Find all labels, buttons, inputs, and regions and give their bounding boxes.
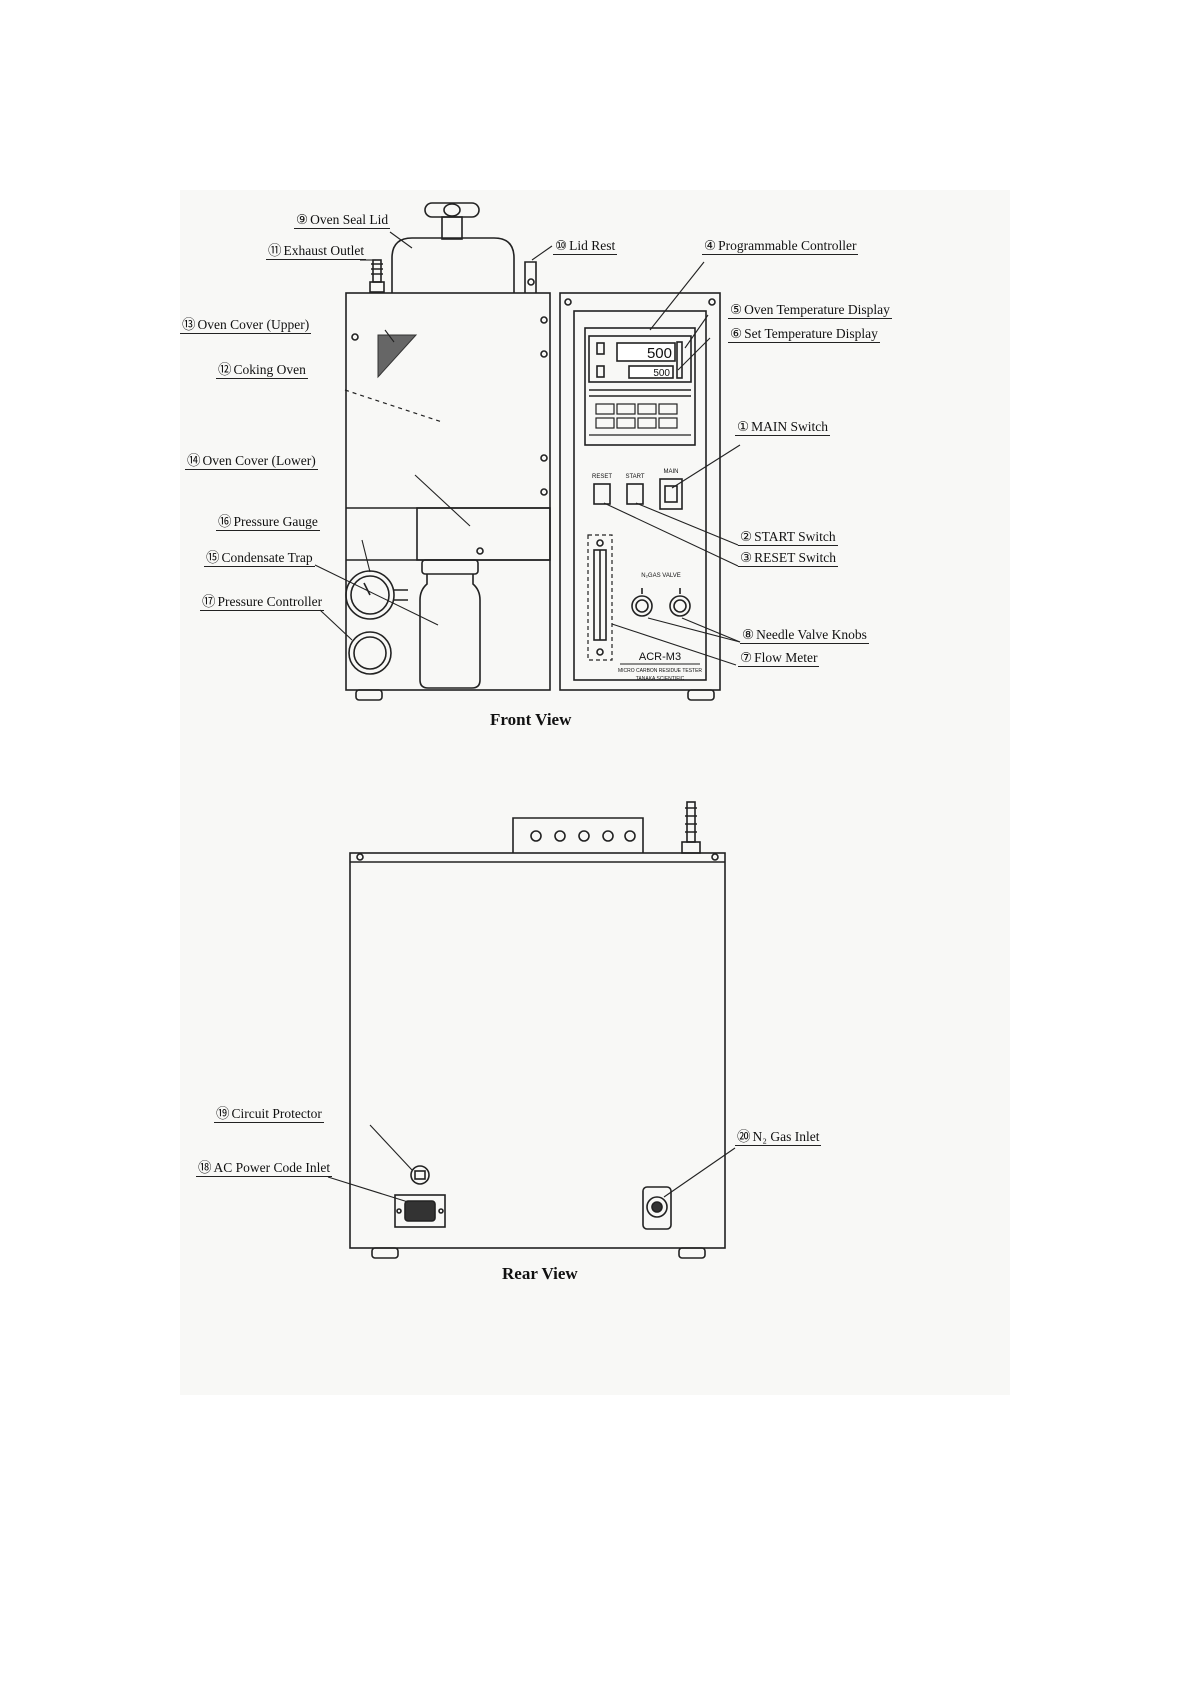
main-switch-label: MAIN (664, 469, 679, 475)
main-switch (659, 478, 683, 510)
lid-rest (524, 261, 537, 293)
set-temp-value: 500 (653, 368, 670, 379)
gas-valve-label: N₂GAS VALVE (641, 573, 680, 579)
reset-switch-label: RESET (592, 474, 612, 480)
rear-lid-rest-bracket (512, 817, 644, 853)
rear-panel (349, 852, 726, 1249)
n2-gas-inlet (642, 1186, 672, 1230)
oven-body (345, 292, 551, 691)
equipment-drawing: 500 500 RESET START MAIN N₂GAS VALVE ACR… (314, 202, 741, 1259)
start-switch-label: START (625, 474, 644, 480)
pressure-controller (348, 631, 392, 675)
reset-switch (593, 483, 611, 505)
scanned-page: 500 500 RESET START MAIN N₂GAS VALVE ACR… (180, 190, 1010, 1395)
control-cabinet (559, 292, 721, 691)
needle-valve-knobs (631, 588, 691, 617)
exhaust-outlet (369, 259, 385, 293)
oven-vent (377, 334, 418, 379)
programmable-controller (584, 327, 696, 446)
rear-view-title: Rear View (502, 1264, 578, 1283)
circuit-protector (410, 1165, 430, 1185)
oven-seal-lid-handle (424, 202, 480, 240)
ac-power-inlet (394, 1194, 446, 1228)
front-view-title: Front View (490, 710, 572, 729)
oven-temp-value: 500 (647, 345, 672, 362)
oven-cover-lower (416, 507, 551, 561)
oven-seal-lid (391, 237, 515, 293)
start-switch (626, 483, 644, 505)
rear-exhaust-fitting (681, 801, 701, 854)
product-name: MICRO CARBON RESIDUE TESTER (618, 668, 702, 674)
condensate-trap (419, 559, 481, 689)
flow-meter (587, 534, 613, 661)
maker-name: TANAKA SCIENTIFIC (636, 676, 685, 682)
model-name: ACR-M3 (639, 651, 681, 663)
